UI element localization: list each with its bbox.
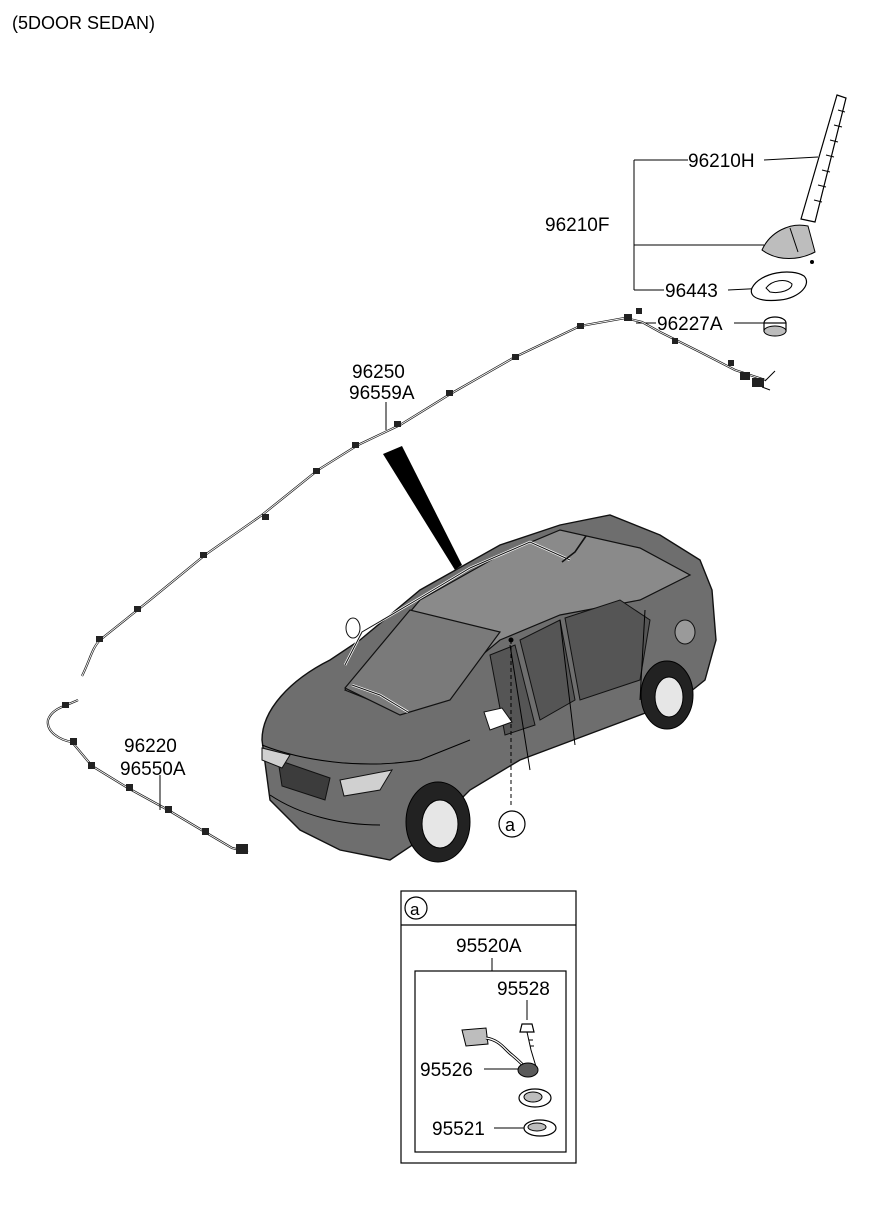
detail-a-inner-box [414, 970, 567, 1153]
label-96227a[interactable]: 96227A [657, 314, 723, 335]
detail-a-box: a 95520A 95528 95526 95521 [400, 890, 577, 1164]
antenna-pad-icon[interactable] [750, 271, 808, 302]
label-96559a[interactable]: 96559A [349, 383, 415, 404]
antenna-base-plate-icon[interactable] [518, 1088, 552, 1108]
label-95526[interactable]: 95526 [420, 1060, 473, 1081]
detail-a-marker [404, 896, 428, 920]
sedan-car-illustration [261, 514, 717, 863]
label-95528[interactable]: 95528 [497, 979, 550, 1000]
base-pad-icon[interactable] [523, 1119, 557, 1137]
label-96550a[interactable]: 96550A [120, 759, 186, 780]
roof-feeder-cable[interactable] [81, 308, 776, 677]
antenna-cap-icon[interactable] [763, 316, 787, 337]
label-96210h[interactable]: 96210H [688, 151, 755, 172]
label-95520a[interactable]: 95520A [456, 936, 522, 957]
antenna-base-icon[interactable] [761, 224, 816, 264]
bolt-icon[interactable] [519, 1023, 538, 1071]
detail-a-marker-text: a [410, 900, 420, 919]
label-96220[interactable]: 96220 [124, 736, 177, 757]
label-96210f[interactable]: 96210F [545, 215, 609, 236]
svg-text:a: a [505, 815, 516, 835]
connector-cable-icon[interactable] [461, 1027, 539, 1078]
antenna-group: 96210H 96210F 96443 96227A [545, 94, 847, 337]
label-96443[interactable]: 96443 [665, 281, 718, 302]
main-feeder-cable[interactable] [46, 699, 249, 854]
label-96250[interactable]: 96250 [352, 362, 405, 383]
pointer-arrow-icon [383, 446, 462, 570]
antenna-rod-icon[interactable] [800, 94, 847, 223]
diagram-title: (5DOOR SEDAN) [12, 13, 155, 33]
callout-a-marker[interactable]: a [498, 810, 526, 838]
label-95521[interactable]: 95521 [432, 1119, 485, 1140]
